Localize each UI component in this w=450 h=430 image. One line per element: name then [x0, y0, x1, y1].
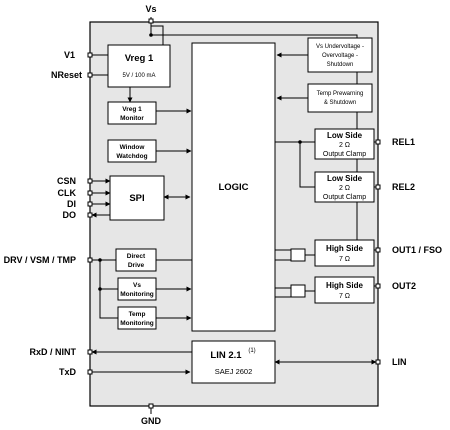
lin-standard: SAEJ 2602 — [215, 367, 253, 376]
lin-footnote: (1) — [248, 348, 255, 354]
vreg-title: Vreg 1 — [125, 53, 154, 64]
undervoltage-block: Vs Undervoltage - Overvoltage - Shutdown — [307, 37, 373, 73]
logic-block: LOGIC — [191, 42, 276, 332]
pin-csn: CSN — [57, 176, 76, 186]
hs1-buffer — [290, 248, 306, 262]
vreg-monitor-label-1: Vreg 1 — [122, 106, 142, 113]
direct-drive-block: Direct Drive — [115, 248, 157, 272]
pin-vs: Vs — [145, 4, 156, 14]
window-watchdog-block: Window Watchdog — [107, 139, 157, 163]
low-side-1-title: Low Side — [327, 131, 363, 140]
watchdog-label-1: Window — [120, 144, 146, 151]
pin-clk: CLK — [58, 188, 77, 198]
undervoltage-label-2: Overvoltage - — [322, 53, 358, 59]
pin-out1-fso: OUT1 / FSO — [392, 245, 442, 255]
watchdog-label-2: Watchdog — [116, 153, 147, 160]
vreg-monitor-label-2: Monitor — [120, 115, 144, 122]
temp-monitoring-block: Temp Monitoring — [117, 306, 157, 330]
vs-monitoring-label-1: Vs — [133, 282, 141, 289]
lin-block: LIN 2.1 (1) SAEJ 2602 — [191, 340, 276, 384]
undervoltage-label-3: Shutdown — [327, 62, 354, 68]
low-side-driver-2: Low Side 2 Ω Output Clamp — [314, 171, 375, 203]
low-side-2-title: Low Side — [327, 174, 363, 183]
high-side-driver-1: High Side 7 Ω — [314, 239, 375, 267]
high-side-driver-2: High Side 7 Ω — [314, 276, 375, 304]
undervoltage-label-1: Vs Undervoltage - — [316, 44, 364, 50]
temp-prewarning-block: Temp Prewarning & Shutdown — [307, 83, 373, 113]
pin-rel1: REL1 — [392, 137, 415, 147]
vreg-monitor-block: Vreg 1 Monitor — [107, 101, 157, 125]
vs-monitoring-label-2: Monitoring — [120, 291, 154, 298]
low-side-2-resistance: 2 Ω — [339, 185, 350, 192]
logic-label: LOGIC — [218, 182, 248, 193]
direct-drive-label-1: Direct — [127, 253, 146, 260]
pin-nreset: NReset — [51, 70, 82, 80]
temp-monitoring-label-2: Monitoring — [120, 320, 154, 327]
vreg-block: Vreg 1 5V / 100 mA — [107, 44, 171, 88]
temp-prewarning-label-1: Temp Prewarning — [317, 91, 364, 97]
pin-gnd: GND — [141, 416, 162, 426]
low-side-1-resistance: 2 Ω — [339, 142, 350, 149]
pin-lin: LIN — [392, 357, 407, 367]
high-side-1-title: High Side — [326, 244, 363, 253]
direct-drive-label-2: Drive — [128, 262, 145, 269]
vs-monitoring-block: Vs Monitoring — [117, 277, 157, 301]
high-side-2-title: High Side — [326, 281, 363, 290]
pin-txd: TxD — [59, 367, 77, 377]
pin-rxd-nint: RxD / NINT — [29, 347, 76, 357]
lin-title: LIN 2.1 — [210, 350, 242, 361]
hs2-buffer — [290, 284, 306, 298]
spi-label: SPI — [129, 193, 144, 204]
pin-connectors — [87, 18, 381, 409]
vreg-rating: 5V / 100 mA — [122, 73, 155, 79]
pin-out2: OUT2 — [392, 281, 416, 291]
temp-prewarning-label-2: & Shutdown — [324, 100, 356, 106]
pin-di: DI — [67, 199, 76, 209]
temp-monitoring-label-1: Temp — [129, 311, 146, 318]
low-side-2-clamp: Output Clamp — [323, 194, 366, 201]
pin-do: DO — [63, 210, 77, 220]
pin-drv-vsm-tmp: DRV / VSM / TMP — [4, 255, 76, 265]
high-side-1-resistance: 7 Ω — [339, 256, 350, 263]
spi-block: SPI — [109, 175, 165, 221]
low-side-1-clamp: Output Clamp — [323, 151, 366, 158]
pin-rel2: REL2 — [392, 182, 415, 192]
high-side-2-resistance: 7 Ω — [339, 293, 350, 300]
low-side-driver-1: Low Side 2 Ω Output Clamp — [314, 128, 375, 160]
pin-v1: V1 — [64, 50, 75, 60]
